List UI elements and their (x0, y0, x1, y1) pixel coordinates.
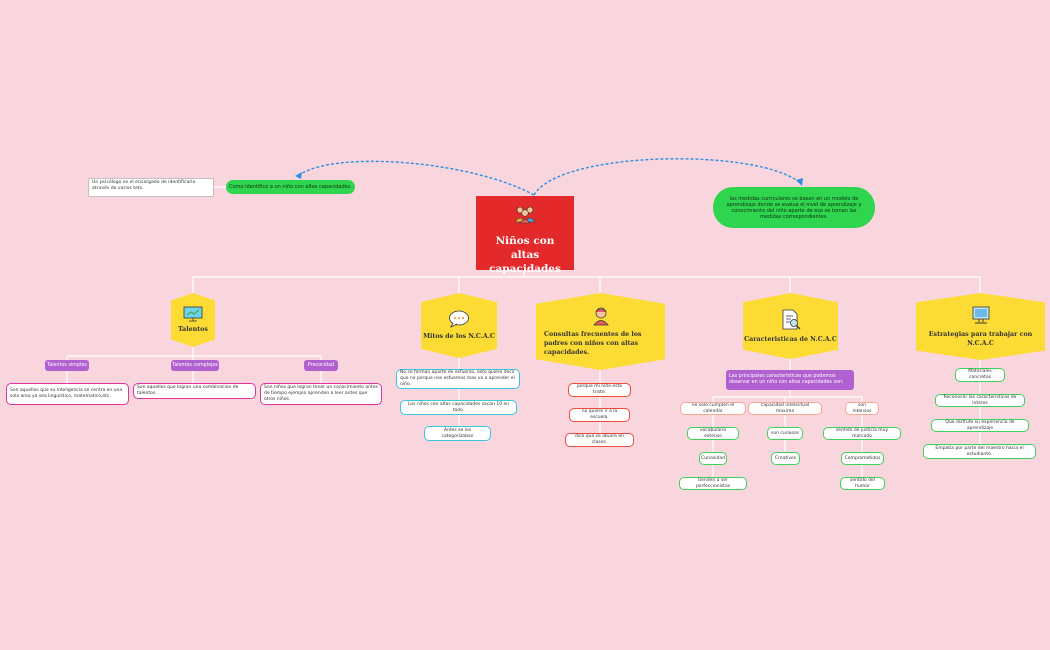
mito-item-2[interactable]: Los niños con altas capacidades sacan 10… (400, 400, 517, 415)
caracteristica-col2-2[interactable]: son curiosos (767, 427, 803, 440)
topic-caracteristicas-title: Caracteristicas de N.C.A.C (744, 335, 837, 343)
talentos-simples-label[interactable]: Talentos simples (45, 360, 89, 371)
estrategia-item-4[interactable]: Empatia por parte del maestro hacia el e… (923, 444, 1036, 459)
child-avatar-icon (592, 307, 609, 326)
topic-consultas-title: Consultas frecuentes de los padres con n… (544, 331, 642, 356)
caracteristica-col1-2[interactable]: vocabulario extenso (687, 427, 739, 440)
consulta-item-2[interactable]: no quiere ir a la escuela. (569, 408, 630, 422)
presentation-board-icon (183, 306, 203, 322)
caracteristica-col3-2[interactable]: sentido de justicia muy marcado (823, 427, 901, 440)
curricular-measures-pill[interactable]: las medidas curriculares se basan en un … (713, 187, 875, 228)
talentos-complejos-label[interactable]: Talentos complejos (171, 360, 219, 371)
talentos-complejos-desc[interactable]: Son aquellos que logran una combinacion … (133, 383, 256, 399)
topic-estrategias-title: Estrategias para trabajar con N.C.A.C (928, 330, 1033, 347)
topic-consultas[interactable]: Consultas frecuentes de los padres con n… (536, 293, 665, 370)
caracteristica-col3-3[interactable]: Comprometidos (841, 452, 884, 465)
consulta-item-3[interactable]: dice que se aburre en clases. (565, 433, 634, 447)
talentos-simples-desc[interactable]: Son aquellos que su inteligencia se cent… (6, 383, 129, 405)
topic-estrategias[interactable]: Estrategias para trabajar con N.C.A.C (916, 293, 1045, 360)
estrategia-item-3[interactable]: Que disfrute su experiencia de aprendiza… (931, 419, 1029, 432)
precocidad-label[interactable]: Precocidad (304, 360, 338, 371)
caracteristica-col1-4[interactable]: tienden a ser perfeccionistas (679, 477, 747, 490)
caracteristicas-header[interactable]: Las principales caracteristicas que pode… (726, 370, 854, 390)
consulta-item-1[interactable]: porque mi niño esta triste. (568, 383, 631, 397)
mito-item-1[interactable]: No se forman aparte de esfuerzo, esto qu… (396, 369, 520, 389)
topic-talentos-title: Talentos (178, 326, 208, 333)
children-icon (514, 206, 536, 224)
precocidad-desc[interactable]: Son niños que logran tener un conocimien… (260, 383, 382, 405)
caracteristica-col1-1[interactable]: no solo cumplen el calendar (680, 402, 746, 415)
caracteristica-col2-1[interactable]: capacidad intelectual maxima (748, 402, 822, 415)
caracteristica-col1-3[interactable]: Curiosidad (699, 452, 727, 465)
identify-note[interactable]: Un psicólogo es el encargado de identifi… (88, 178, 214, 197)
computer-icon (972, 306, 989, 323)
topic-caracteristicas[interactable]: Caracteristicas de N.C.A.C (743, 293, 838, 359)
estrategia-item-2[interactable]: Reconocer las caracteristicas de interes (935, 394, 1025, 407)
identify-pill[interactable]: Como identifico a un niño con altas capa… (226, 180, 355, 194)
topic-mitos-title: Mitos de los N.C.A.C (423, 333, 495, 340)
caracteristica-col2-3[interactable]: Creativos (771, 452, 800, 465)
topic-mitos[interactable]: Mitos de los N.C.A.C (421, 293, 497, 358)
mito-item-3[interactable]: Antes se los categorizaban (424, 426, 491, 441)
document-search-icon (782, 309, 800, 329)
central-topic[interactable]: Niños con altas capacidades (476, 196, 574, 275)
topic-talentos[interactable]: Talentos (171, 293, 215, 347)
caracteristica-col3-1[interactable]: son intensos (845, 402, 879, 415)
central-title: Niños con altas capacidades (489, 235, 561, 275)
estrategia-item-1[interactable]: Materiales concretos (955, 368, 1005, 382)
chat-bubble-icon (449, 310, 469, 328)
caracteristica-col3-4[interactable]: sentido del humor (840, 477, 885, 490)
